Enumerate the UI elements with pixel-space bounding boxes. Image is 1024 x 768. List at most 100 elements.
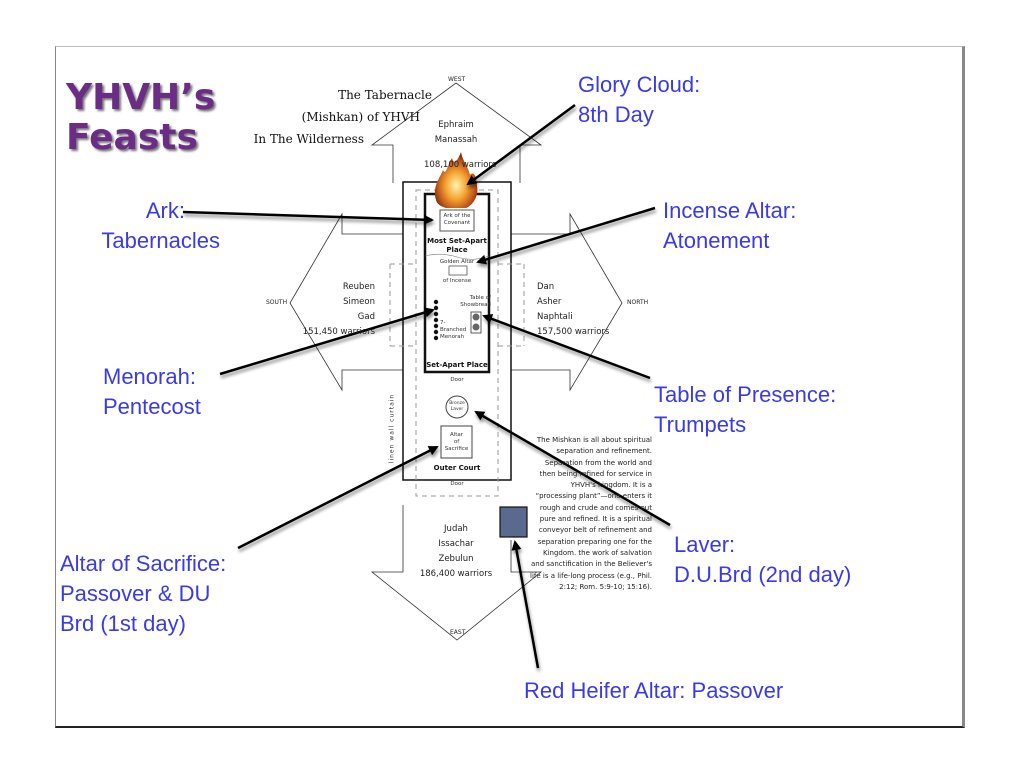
- callout-line: Menorah:: [103, 364, 196, 389]
- callout-line: Laver:: [674, 532, 736, 557]
- callout-line: Trumpets: [654, 412, 747, 437]
- arrow-glory-cloud: [466, 103, 576, 186]
- slide-title: YHVH’s Feasts: [66, 78, 215, 158]
- room-label-line: Most Set-Apart: [427, 237, 487, 245]
- callout-red-heifer: Red Heifer Altar: Passover: [524, 678, 784, 703]
- callout-line: Glory Cloud:: [578, 72, 701, 97]
- of-incense-label: of Incense: [442, 278, 472, 284]
- table-label-line: Showbread: [460, 302, 491, 308]
- ark-label-line: Covenant: [443, 220, 471, 226]
- altar-of-sacrifice-box: [440, 425, 473, 459]
- altar-label-line: Sacrifice: [444, 446, 469, 452]
- callout-altar-sacrifice: Altar of Sacrifice: Passover & DU Brd (1…: [60, 549, 226, 639]
- callout-line: Tabernacles: [101, 228, 220, 253]
- inner-door-label: Door: [450, 377, 464, 383]
- altar-label: Altar of Sacrifice: [441, 432, 472, 453]
- compass-east: EAST: [450, 629, 466, 636]
- outer-door-label: Door: [450, 481, 464, 487]
- compass-north: NORTH: [627, 299, 649, 306]
- callout-line: Atonement: [663, 228, 770, 253]
- subtitle-line-2: (Mishkan) of YHVH: [301, 110, 420, 124]
- tribe-name: Asher: [537, 297, 562, 307]
- diagram-subtitle: The Tabernacle (Mishkan) of YHVH In The …: [230, 84, 432, 150]
- most-holy-place-label: Most Set-Apart Place: [425, 237, 489, 255]
- camp-south: Reuben Simeon Gad 151,450 warriors: [300, 280, 375, 340]
- tribe-name: Dan: [537, 282, 555, 292]
- callout-line: Altar of Sacrifice:: [60, 551, 227, 576]
- callout-glory-cloud: Glory Cloud: 8th Day: [578, 70, 700, 130]
- title-line-1: YHVH’s: [66, 77, 216, 118]
- linen-curtain-label: linen wall curtain: [388, 393, 396, 464]
- warrior-count: 108,100 warriors: [424, 160, 497, 170]
- subtitle-line-3: In The Wilderness: [253, 132, 364, 146]
- showbread-table-box: [470, 311, 482, 334]
- tribe-name: Manassah: [434, 135, 478, 145]
- glory-cloud-flame: [434, 152, 478, 208]
- arrow-table: [482, 314, 651, 380]
- ark-box: [439, 209, 475, 232]
- compass-west: WEST: [448, 76, 466, 83]
- tribe-name: Simeon: [343, 297, 375, 307]
- holy-place-label: Set-Apart Place: [426, 361, 488, 369]
- menorah-label: 7- Branched Menorah: [440, 320, 466, 341]
- tribe-name: Judah: [444, 524, 468, 534]
- callout-laver: Laver: D.U.Brd (2nd day): [674, 530, 851, 590]
- table-label-line: Table of: [469, 295, 491, 301]
- laver-label-line: Bronze: [449, 401, 465, 406]
- callout-incense-altar: Incense Altar: Atonement: [663, 196, 796, 256]
- tribe-name: Zebulun: [438, 554, 474, 564]
- tribe-name: Issachar: [438, 539, 474, 549]
- tribe-name: Reuben: [342, 282, 375, 292]
- red-heifer-altar: [499, 506, 528, 538]
- room-label-line: Place: [446, 246, 468, 254]
- laver-label: Bronze Laver: [446, 401, 468, 412]
- tribe-name: Naphtali: [537, 312, 573, 322]
- callout-line: Brd (1st day): [60, 611, 186, 636]
- incense-altar-box: [448, 265, 468, 276]
- callout-menorah: Menorah: Pentecost: [103, 362, 201, 422]
- callout-line: Incense Altar:: [663, 198, 797, 223]
- altar-label-line: of: [453, 439, 460, 445]
- golden-altar-label: Golden Altar: [439, 259, 475, 265]
- callout-line: D.U.Brd (2nd day): [674, 562, 852, 587]
- callout-ark: Ark: Tabernacles: [84, 196, 220, 256]
- altar-label-line: Altar: [449, 432, 464, 438]
- menorah-label-line: Branched: [440, 327, 467, 333]
- arrow-incense-altar: [476, 206, 656, 265]
- warrior-count: 186,400 warriors: [419, 569, 493, 579]
- menorah-label-line: 7-: [440, 320, 446, 326]
- tribe-name: Ephraim: [438, 120, 474, 130]
- callout-line: Pentecost: [103, 394, 201, 419]
- callout-line: Table of Presence:: [654, 382, 837, 407]
- arrow-red-heifer: [511, 540, 540, 669]
- callout-table: Table of Presence: Trumpets: [654, 380, 836, 440]
- callout-line: 8th Day: [578, 102, 654, 127]
- laver-label-line: Laver: [450, 406, 464, 412]
- ark-label-line: Ark of the: [443, 213, 471, 219]
- showbread-label: Table of Showbread: [455, 295, 491, 309]
- arrow-laver: [474, 410, 671, 527]
- camp-north: Dan Asher Naphtali 157,500 warriors: [537, 280, 609, 340]
- south-camp-arrow: [289, 212, 417, 392]
- callout-line: Ark:: [145, 198, 185, 223]
- callout-line: Passover & DU: [60, 581, 211, 606]
- ark-label: Ark of the Covenant: [440, 213, 474, 227]
- camp-west: Ephraim Manassah: [424, 118, 488, 148]
- camp-west-warriors: 108,100 warriors: [424, 158, 496, 173]
- title-line-2: Feasts: [66, 117, 198, 158]
- arrow-altar-sacrifice: [237, 445, 439, 550]
- bronze-laver: [445, 395, 469, 419]
- warrior-count: 157,500 warriors: [537, 327, 610, 337]
- camp-east: Judah Issachar Zebulun 186,400 warriors: [408, 522, 504, 582]
- tribe-name: Gad: [357, 312, 375, 322]
- arrow-ark: [182, 210, 434, 225]
- mishkan-description: The Mishkan is all about spiritual separ…: [530, 436, 653, 591]
- subtitle-line-1: The Tabernacle: [338, 88, 432, 102]
- menorah-label-line: Menorah: [440, 334, 465, 340]
- warrior-count: 151,450 warriors: [302, 327, 375, 337]
- east-camp-arrow: [370, 505, 543, 641]
- compass-south: SOUTH: [266, 299, 288, 306]
- arrow-menorah: [219, 307, 435, 376]
- outer-court-label: Outer Court: [433, 464, 481, 472]
